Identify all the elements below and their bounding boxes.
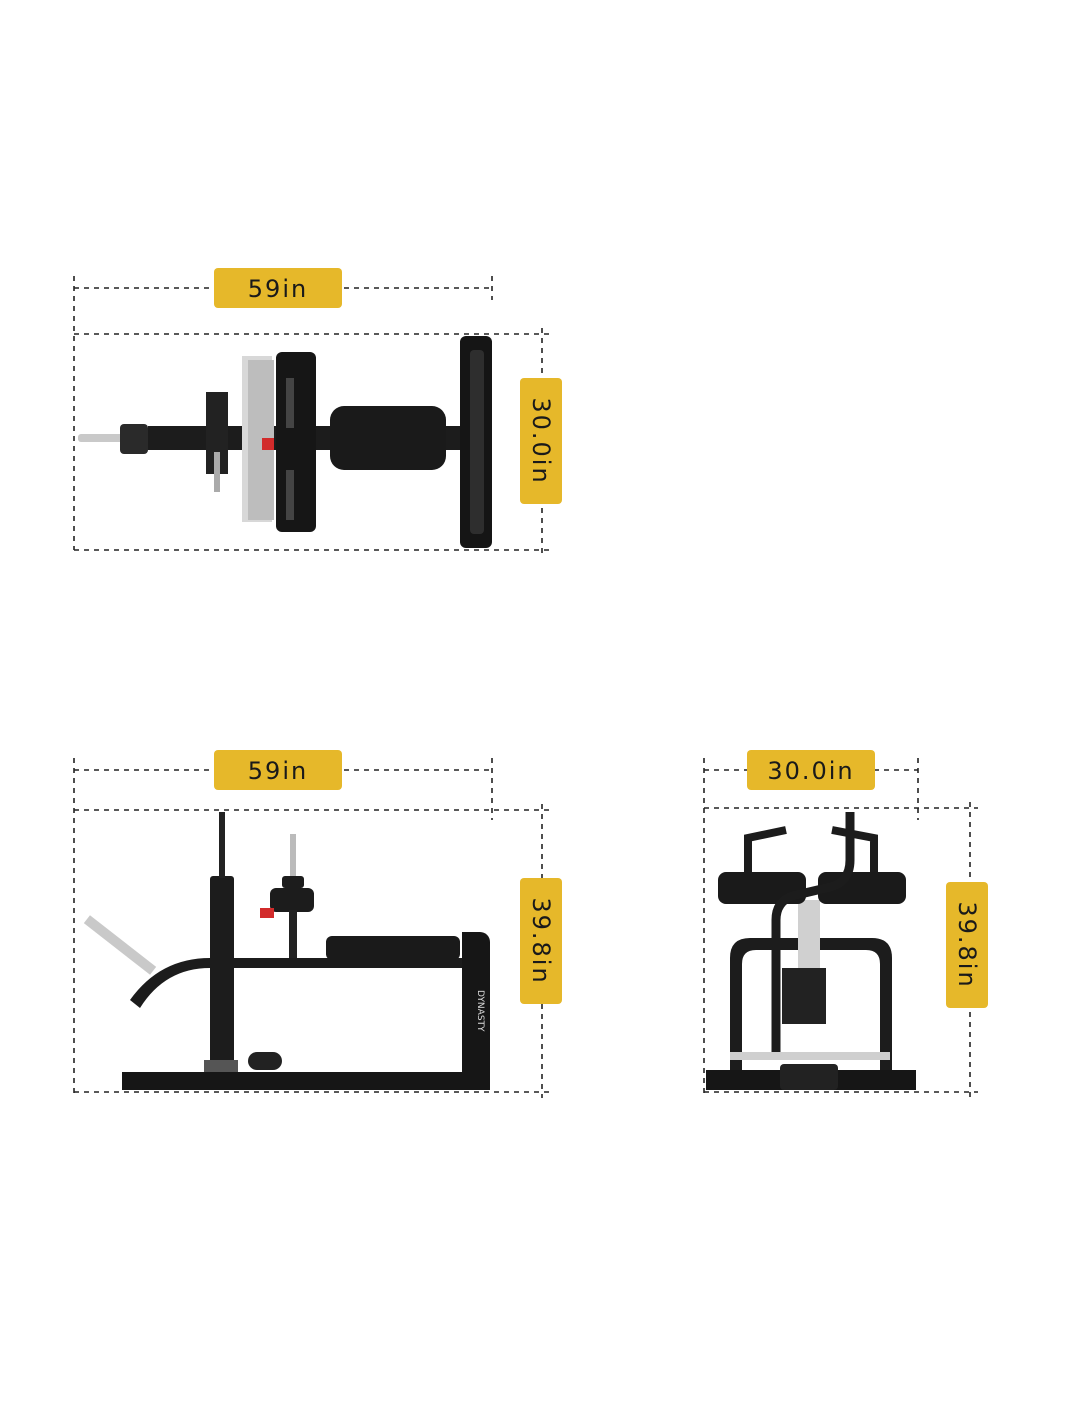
side-width-text: 59in (248, 757, 308, 785)
front-width-label: 30.0in (747, 750, 875, 790)
front-height-label: 39.8in (946, 882, 988, 1008)
top-depth-label: 30.0in (520, 378, 562, 504)
front-view-machine (706, 812, 916, 1090)
side-view-machine: DYNASTY (83, 812, 490, 1090)
top-view: 59in 30.0in (73, 268, 562, 558)
side-view-dimension-lines (73, 758, 552, 1098)
side-height-text: 39.8in (527, 897, 555, 984)
front-height-text: 39.8in (953, 901, 981, 988)
top-view-machine (78, 336, 492, 548)
side-width-label: 59in (214, 750, 342, 790)
front-view-dimension-lines (703, 758, 978, 1098)
top-depth-text: 30.0in (527, 397, 555, 484)
side-view: DYNASTY 59in 39.8in (73, 750, 562, 1098)
red-knob-icon (260, 908, 274, 918)
brand-text: DYNASTY (475, 990, 485, 1032)
top-width-text: 59in (248, 275, 308, 303)
side-height-label: 39.8in (520, 878, 562, 1004)
front-width-text: 30.0in (767, 757, 854, 785)
front-view: 30.0in 39.8in (703, 750, 988, 1098)
red-knob-icon (262, 438, 274, 450)
top-width-label: 59in (214, 268, 342, 308)
